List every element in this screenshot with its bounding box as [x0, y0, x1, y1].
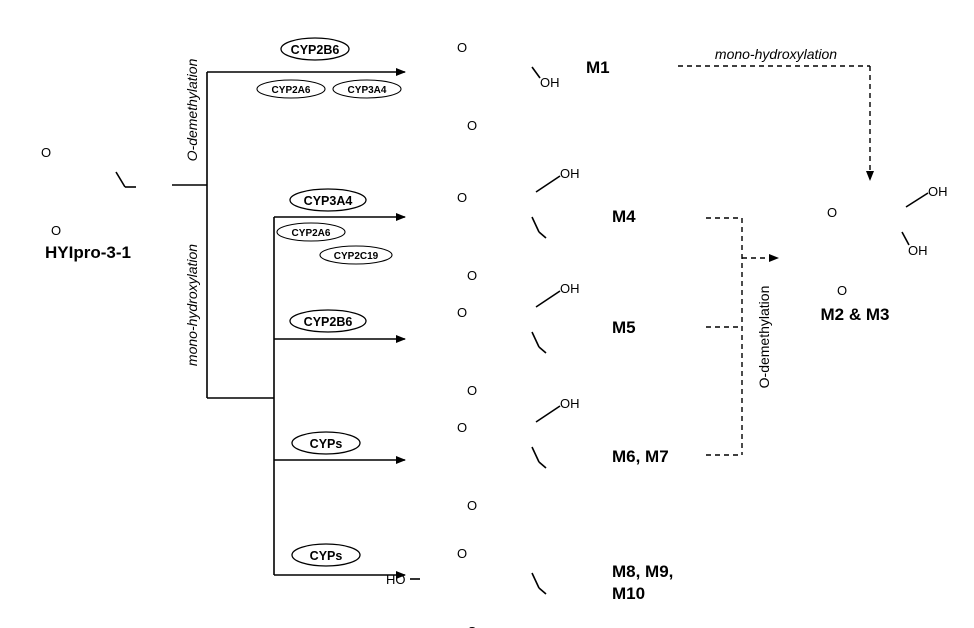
molecule-m2-m3: O O OH OH [809, 184, 948, 298]
svg-text:O: O [827, 205, 837, 220]
reaction-label-odemethylation-right: O-demethylation [756, 286, 772, 389]
svg-text:CYP2B6: CYP2B6 [304, 315, 353, 329]
reaction-label-hydroxylation-left: mono-hydroxylation [184, 244, 200, 366]
svg-text:OH: OH [908, 243, 928, 258]
svg-text:OH: OH [560, 281, 580, 296]
enzyme-group-m4: CYP3A4 CYP2A6 CYP2C19 [276, 188, 393, 265]
metabolite-label-m10: M10 [612, 584, 645, 603]
parent-compound-label: HYIpro-3-1 [45, 243, 131, 262]
metabolite-label-m1: M1 [586, 58, 610, 77]
enzyme-group-m6-m7: CYPs [291, 431, 361, 455]
svg-text:CYP2C19: CYP2C19 [334, 251, 379, 262]
metabolite-label-m6-m7: M6, M7 [612, 447, 669, 466]
metabolite-label-m2-m3: M2 & M3 [821, 305, 890, 324]
svg-text:CYP2A6: CYP2A6 [272, 85, 311, 96]
svg-text:O: O [457, 40, 467, 55]
enzyme-group-m1: CYP2B6 CYP2A6 CYP3A4 [256, 37, 402, 99]
svg-text:OH: OH [560, 166, 580, 181]
svg-text:O: O [457, 546, 467, 561]
svg-text:O: O [467, 268, 477, 283]
svg-text:CYP3A4: CYP3A4 [304, 194, 353, 208]
molecule-m8-m9-m10: O O HO [386, 546, 547, 628]
svg-text:O: O [457, 190, 467, 205]
svg-text:CYP3A4: CYP3A4 [348, 85, 387, 96]
dashed-connectors [678, 65, 874, 456]
svg-text:CYP2B6: CYP2B6 [291, 43, 340, 57]
svg-text:CYP2A6: CYP2A6 [292, 228, 331, 239]
svg-text:O: O [51, 223, 61, 238]
svg-text:OH: OH [928, 184, 948, 199]
svg-text:OH: OH [560, 396, 580, 411]
svg-text:O: O [467, 498, 477, 513]
svg-text:CYPs: CYPs [310, 549, 343, 563]
molecule-parent-hyipro: O O [23, 145, 136, 238]
svg-text:O: O [467, 118, 477, 133]
molecule-m4: O O OH [439, 166, 580, 283]
enzyme-group-m8-m9-m10: CYPs [291, 543, 361, 567]
metabolite-label-m8-m9: M8, M9, [612, 562, 673, 581]
svg-text:OH: OH [540, 75, 560, 90]
enzyme-group-m5: CYP2B6 [289, 309, 367, 333]
reaction-label-odemethylation-left: O-demethylation [184, 58, 200, 161]
svg-text:CYPs: CYPs [310, 437, 343, 451]
pathway-connectors [172, 68, 406, 579]
svg-text:O: O [457, 305, 467, 320]
svg-text:O: O [837, 283, 847, 298]
svg-text:O: O [457, 420, 467, 435]
svg-text:O: O [41, 145, 51, 160]
molecule-m6-m7: O O OH [439, 396, 580, 513]
svg-text:O: O [467, 624, 477, 628]
metabolite-label-m4: M4 [612, 207, 636, 226]
svg-text:O: O [467, 383, 477, 398]
molecule-m5: O O OH [439, 281, 580, 398]
reaction-label-hydroxylation-top: mono-hydroxylation [715, 46, 837, 62]
metabolite-label-m5: M5 [612, 318, 636, 337]
molecule-m1: O O OH [439, 40, 560, 133]
